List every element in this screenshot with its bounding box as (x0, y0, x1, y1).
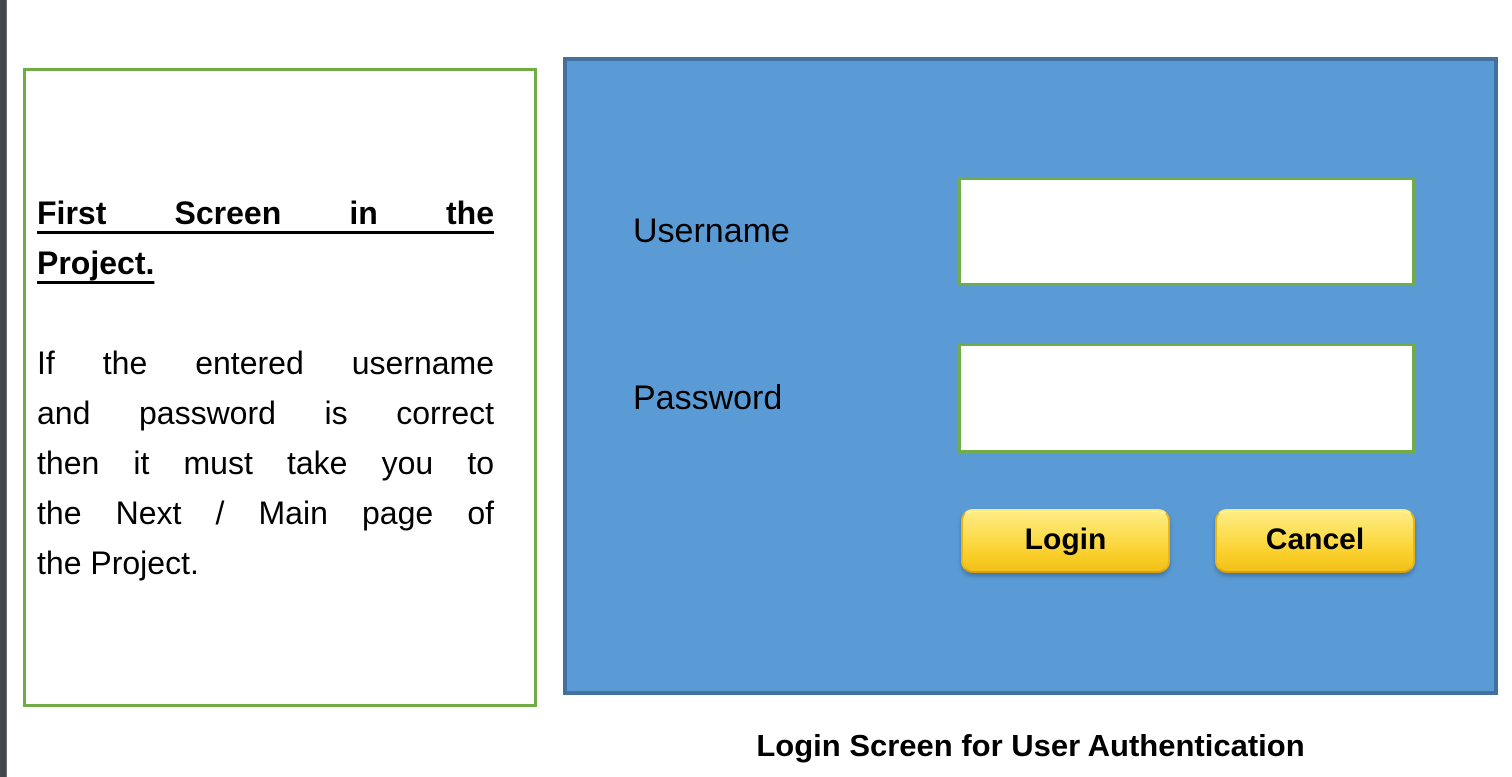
viewer-edge-strip (0, 0, 7, 777)
note-body-line: then it must take you to (37, 444, 494, 481)
note-box: First Screen in the Project. If the ente… (23, 68, 537, 707)
note-heading-line: First Screen in the (37, 194, 494, 231)
note-body-line: the Project. (37, 544, 199, 581)
note-body-line: the Next / Main page of (37, 494, 494, 531)
note-body: If the entered username and password is … (37, 338, 494, 588)
password-label: Password (633, 379, 783, 417)
login-button[interactable]: Login (961, 509, 1170, 573)
username-label: Username (633, 212, 790, 250)
note-body-line: and password is correct (37, 394, 494, 431)
figure-caption: Login Screen for User Authentication (756, 728, 1305, 763)
password-input[interactable] (958, 343, 1415, 453)
username-input[interactable] (958, 177, 1415, 286)
note-body-line: If the entered username (37, 344, 494, 381)
note-heading-line: Project. (37, 244, 155, 281)
cancel-button[interactable]: Cancel (1215, 509, 1415, 573)
note-heading: First Screen in the Project. (37, 188, 494, 288)
login-panel: Username Password Login Cancel (563, 57, 1498, 695)
